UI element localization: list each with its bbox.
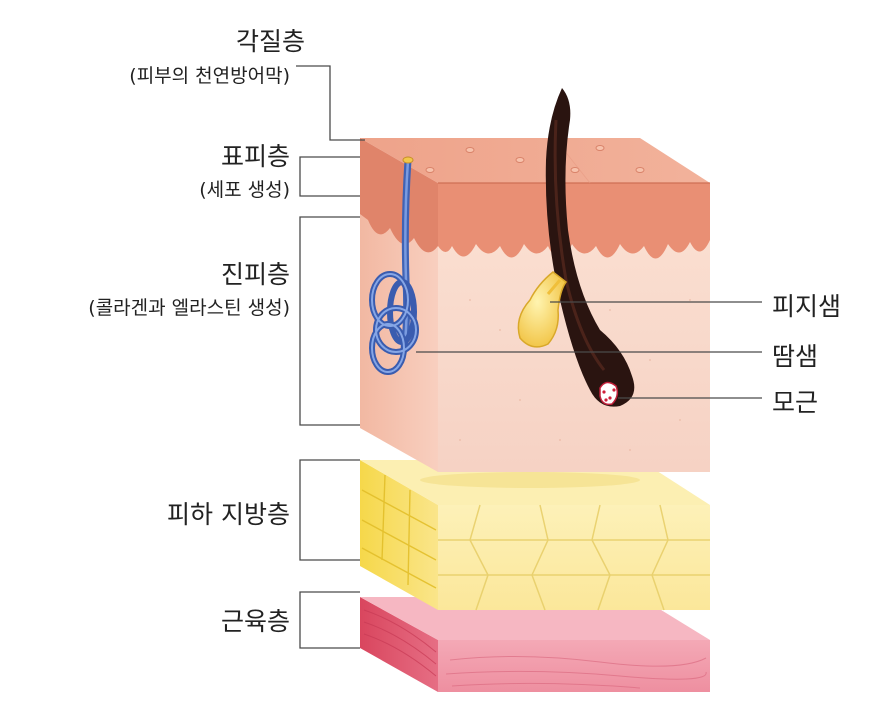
fat-layer [360, 460, 710, 611]
sebaceous-gland [517, 271, 568, 348]
sebaceous-gland-label: 피지샘 [772, 292, 842, 321]
leader-lines [296, 65, 762, 649]
hair-follicle [545, 88, 635, 407]
dermis-sub: (콜라겐과 엘라스틴 생성) [88, 297, 290, 319]
subcutaneous-fat-title: 피하 지방층 [167, 500, 290, 529]
epidermis-layer [360, 138, 710, 259]
epidermis-title: 표피층 [220, 142, 290, 171]
stratum-corneum-sub: (피부의 천연방어막) [129, 65, 290, 87]
stratum-corneum-title: 각질층 [235, 27, 305, 56]
epidermis-sub: (세포 생성) [199, 179, 290, 201]
dermis-texture [459, 299, 691, 451]
hair-root-label: 모근 [772, 388, 819, 417]
sweat-gland-label: 땀샘 [772, 342, 819, 371]
muscle-layer [360, 597, 710, 692]
dermis-title: 진피층 [220, 260, 290, 289]
muscle-title: 근육층 [220, 607, 290, 636]
sweat-gland [369, 156, 419, 375]
